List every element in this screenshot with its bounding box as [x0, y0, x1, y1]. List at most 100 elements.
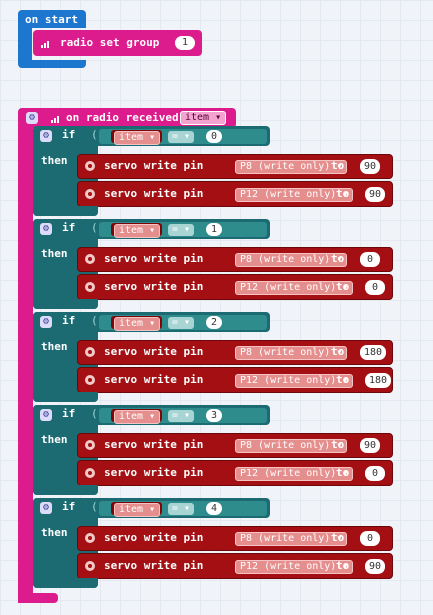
- if-then-block[interactable]: ⚙ if then ( item ▾ = ▾ 4 servo write pin…: [33, 498, 395, 588]
- gear-icon[interactable]: ⚙: [40, 223, 52, 235]
- operator-dropdown[interactable]: = ▾: [168, 224, 195, 236]
- on-start-label: on start: [25, 13, 78, 26]
- if-block-footer: [33, 299, 98, 309]
- condition-open-bracket: (: [91, 221, 98, 234]
- to-label: to: [336, 187, 350, 200]
- compare-value-input[interactable]: 1: [206, 223, 222, 236]
- compare-value-input[interactable]: 2: [206, 316, 222, 329]
- servo-icon: [85, 161, 95, 171]
- pin-name: P8 (write only): [240, 161, 331, 172]
- to-label: to: [331, 438, 345, 451]
- servo-angle-input[interactable]: 90: [360, 438, 380, 453]
- compare-value-input[interactable]: 4: [206, 502, 222, 515]
- servo-angle-input[interactable]: 90: [365, 187, 385, 202]
- pin-dropdown[interactable]: P8 (write only) ▾: [235, 439, 348, 453]
- pin-name: P12 (write only): [240, 561, 337, 572]
- if-block-footer: [33, 578, 98, 588]
- servo-write-label: servo write pin: [104, 187, 204, 200]
- servo-angle-input[interactable]: 0: [365, 466, 385, 481]
- on-start-header[interactable]: [18, 10, 86, 28]
- if-label: if: [62, 128, 76, 141]
- servo-icon: [85, 189, 95, 199]
- then-label: then: [41, 340, 68, 353]
- then-label: then: [41, 433, 68, 446]
- on-start-footer: [18, 60, 86, 68]
- gear-icon[interactable]: ⚙: [40, 316, 52, 328]
- variable-name: item: [119, 225, 144, 236]
- servo-write-label: servo write pin: [104, 159, 204, 172]
- operator-dropdown[interactable]: = ▾: [168, 317, 195, 329]
- variable-dropdown[interactable]: item ▾: [114, 503, 161, 517]
- operator-symbol: =: [172, 503, 179, 514]
- gear-icon[interactable]: ⚙: [40, 502, 52, 514]
- item-param-label: item: [185, 112, 210, 123]
- then-label: then: [41, 247, 68, 260]
- variable-dropdown[interactable]: item ▾: [114, 317, 161, 331]
- on-radio-received-block[interactable]: ⚙ on radio received item ▾: [18, 108, 236, 603]
- pin-dropdown[interactable]: P12 (write only) ▾: [235, 188, 354, 202]
- pin-dropdown[interactable]: P12 (write only) ▾: [235, 281, 354, 295]
- if-label: if: [62, 407, 76, 420]
- pin-dropdown[interactable]: P8 (write only) ▾: [235, 346, 348, 360]
- compare-value-input[interactable]: 3: [206, 409, 222, 422]
- operator-symbol: =: [172, 410, 179, 421]
- pin-name: P12 (write only): [240, 189, 337, 200]
- pin-dropdown[interactable]: P8 (write only) ▾: [235, 253, 348, 267]
- condition-open-bracket: (: [91, 314, 98, 327]
- condition-open-bracket: (: [91, 500, 98, 513]
- servo-angle-input[interactable]: 0: [365, 280, 385, 295]
- operator-symbol: =: [172, 317, 179, 328]
- gear-icon[interactable]: ⚙: [40, 130, 52, 142]
- servo-angle-input[interactable]: 180: [365, 373, 391, 388]
- if-then-block[interactable]: ⚙ if then ( item ▾ = ▾ 1 servo write pin…: [33, 219, 395, 309]
- gear-icon[interactable]: ⚙: [40, 409, 52, 421]
- compare-value-input[interactable]: 0: [206, 130, 222, 143]
- operator-dropdown[interactable]: = ▾: [168, 503, 195, 515]
- radio-signal-icon: [41, 41, 49, 48]
- pin-dropdown[interactable]: P8 (write only) ▾: [235, 160, 348, 174]
- if-label: if: [62, 314, 76, 327]
- servo-icon: [85, 468, 95, 478]
- pin-dropdown[interactable]: P12 (write only) ▾: [235, 467, 354, 481]
- variable-name: item: [119, 132, 144, 143]
- on-start-block[interactable]: on start: [18, 10, 86, 68]
- radio-set-group-block[interactable]: radio set group 1: [33, 30, 202, 56]
- pin-name: P12 (write only): [240, 468, 337, 479]
- to-label: to: [331, 159, 345, 172]
- servo-icon: [85, 254, 95, 264]
- variable-dropdown[interactable]: item ▾: [114, 224, 161, 238]
- on-start-body: [18, 24, 32, 66]
- then-label: then: [41, 526, 68, 539]
- if-block-footer: [33, 206, 98, 216]
- variable-dropdown[interactable]: item ▾: [114, 131, 161, 145]
- gear-icon[interactable]: ⚙: [26, 112, 38, 124]
- servo-angle-input[interactable]: 90: [360, 159, 380, 174]
- variable-name: item: [119, 318, 144, 329]
- if-then-block[interactable]: ⚙ if then ( item ▾ = ▾ 0 servo write pin…: [33, 126, 395, 216]
- pin-name: P8 (write only): [240, 533, 331, 544]
- pin-dropdown[interactable]: P8 (write only) ▾: [235, 532, 348, 546]
- item-param-dropdown[interactable]: item ▾: [180, 111, 227, 125]
- servo-icon: [85, 533, 95, 543]
- pin-dropdown[interactable]: P12 (write only) ▾: [235, 560, 354, 574]
- on-radio-footer: [18, 593, 58, 603]
- servo-write-label: servo write pin: [104, 345, 204, 358]
- servo-write-label: servo write pin: [104, 252, 204, 265]
- if-then-block[interactable]: ⚙ if then ( item ▾ = ▾ 3 servo write pin…: [33, 405, 395, 495]
- operator-dropdown[interactable]: = ▾: [168, 131, 195, 143]
- servo-angle-input[interactable]: 0: [360, 531, 380, 546]
- if-then-block[interactable]: ⚙ if then ( item ▾ = ▾ 2 servo write pin…: [33, 312, 395, 402]
- operator-dropdown[interactable]: = ▾: [168, 410, 195, 422]
- to-label: to: [336, 280, 350, 293]
- condition-open-bracket: (: [91, 128, 98, 141]
- pin-dropdown[interactable]: P12 (write only) ▾: [235, 374, 354, 388]
- pin-name: P8 (write only): [240, 254, 331, 265]
- variable-dropdown[interactable]: item ▾: [114, 410, 161, 424]
- group-value-input[interactable]: 1: [175, 36, 195, 50]
- servo-angle-input[interactable]: 180: [360, 345, 386, 360]
- to-label: to: [336, 373, 350, 386]
- servo-angle-input[interactable]: 90: [365, 559, 385, 574]
- servo-angle-input[interactable]: 0: [360, 252, 380, 267]
- if-block-footer: [33, 485, 98, 495]
- variable-name: item: [119, 411, 144, 422]
